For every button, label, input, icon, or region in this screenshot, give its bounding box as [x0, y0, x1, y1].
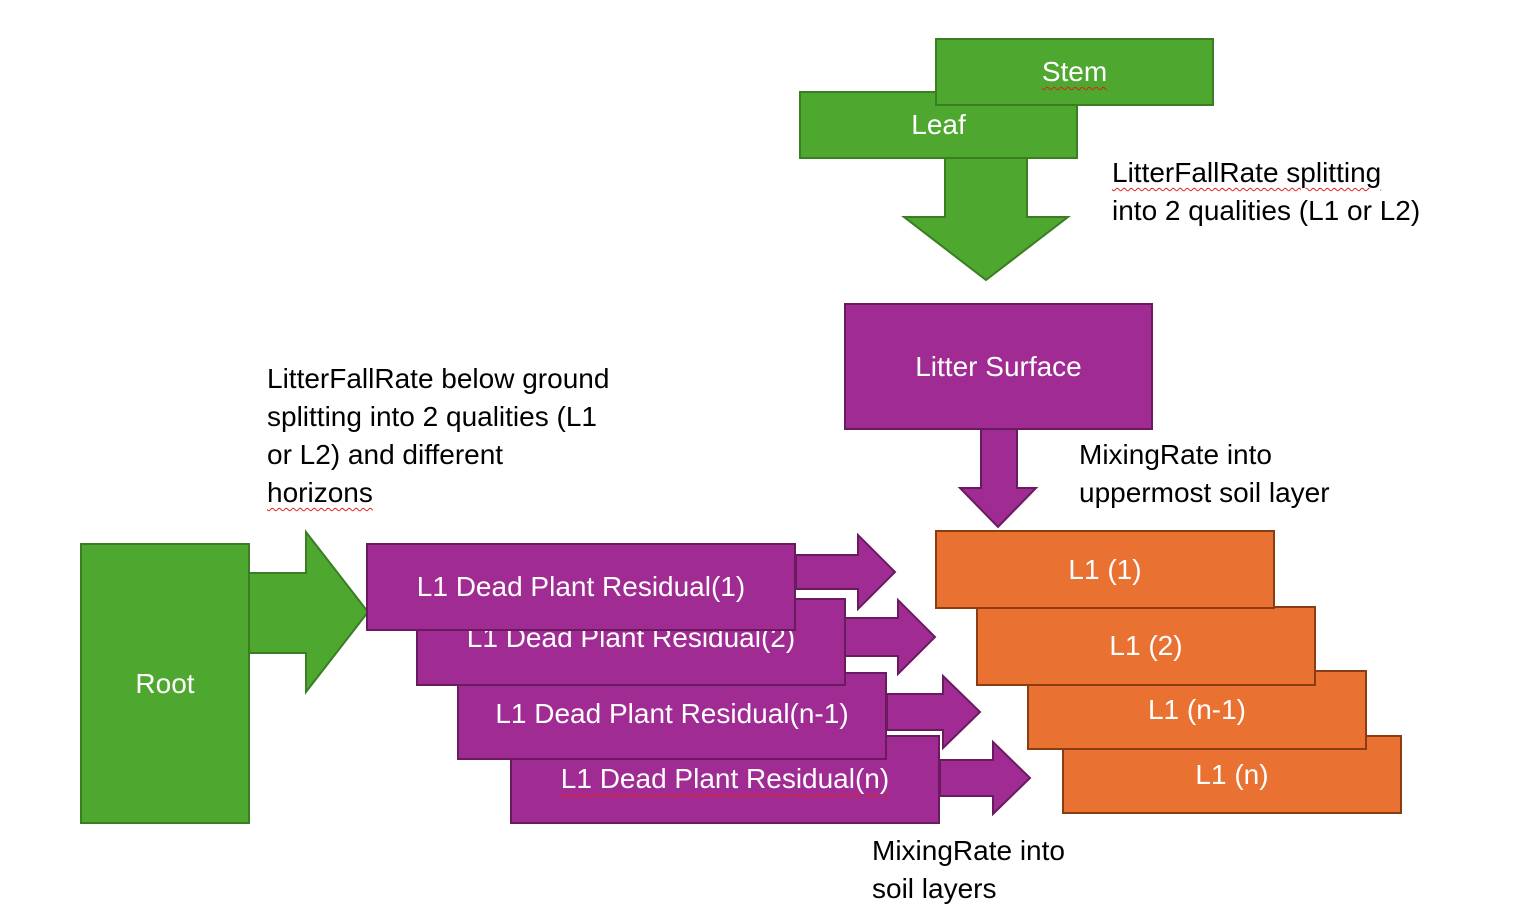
- residual-2-to-soil-arrow-shape: [844, 597, 937, 677]
- soil-layer-n-minus-1-label: L1 (n-1): [1147, 694, 1247, 725]
- litterfall-above-line-1: LitterFallRate splitting: [1112, 157, 1382, 188]
- litterfall-below-line-2: splitting into 2 qualities (L1: [267, 401, 597, 432]
- residual-1-label: L1 Dead Plant Residual(1): [416, 571, 746, 602]
- residual-n-to-soil-arrow-shape: [939, 739, 1032, 817]
- leaf-label: Leaf: [911, 109, 966, 140]
- mixing-surface-annotation: MixingRate into uppermost soil layer: [1079, 436, 1330, 512]
- litter-surface-label: Litter Surface: [915, 350, 1082, 382]
- stem-label: Stem: [1041, 56, 1108, 87]
- soil-layer-n-label: L1 (n): [1195, 759, 1269, 790]
- residual-n-minus-1-box: L1 Dead Plant Residual(n-1): [457, 672, 887, 760]
- litter-surface-box: Litter Surface: [844, 303, 1153, 430]
- soil-layer-1-label: L1 (1): [1068, 553, 1142, 585]
- soil-layer-2-box: L1 (2): [976, 606, 1316, 686]
- litterfall-above-line-2: into 2 qualities (L1 or L2): [1112, 195, 1421, 226]
- mixing-surface-line-1: MixingRate into: [1079, 439, 1272, 470]
- litterfall-above-annotation: LitterFallRate splitting into 2 qualitie…: [1112, 154, 1420, 230]
- litter-to-soil-arrow-shape: [957, 428, 1039, 529]
- root-to-residual-arrow-shape: [243, 529, 370, 695]
- residual-1-box: L1 Dead Plant Residual(1): [366, 543, 796, 631]
- mixing-layers-annotation: MixingRate into soil layers: [872, 832, 1065, 908]
- mixing-surface-line-2: uppermost soil layer: [1079, 477, 1330, 508]
- soil-layer-1-box: L1 (1): [935, 530, 1275, 609]
- mixing-layers-line-2: soil layers: [872, 873, 997, 904]
- residual-n-text: L1 Dead Plant Residual(n): [560, 763, 890, 794]
- residual-n-label: L1 Dead Plant Residual(n): [561, 763, 889, 795]
- leaf-to-litter-arrow-shape: [901, 154, 1071, 282]
- root-label: Root: [135, 667, 195, 699]
- mixing-layers-line-1: MixingRate into: [872, 835, 1065, 866]
- litterfall-below-line-3: or L2) and different: [267, 439, 504, 470]
- residual-n-1-to-soil-arrow-shape: [886, 673, 982, 751]
- litterfall-below-line-4: horizons: [267, 477, 373, 508]
- stem-box: Stem: [935, 38, 1214, 106]
- residual-n-minus-1-label: L1 Dead Plant Residual(n-1): [495, 698, 849, 729]
- soil-layer-2-label: L1 (2): [1109, 630, 1183, 661]
- root-box: Root: [80, 543, 250, 824]
- residual-1-to-soil-arrow-shape: [795, 532, 897, 612]
- litterfall-below-annotation: LitterFallRate below ground splitting in…: [267, 360, 609, 512]
- litterfall-below-line-1: LitterFallRate below ground: [267, 363, 610, 394]
